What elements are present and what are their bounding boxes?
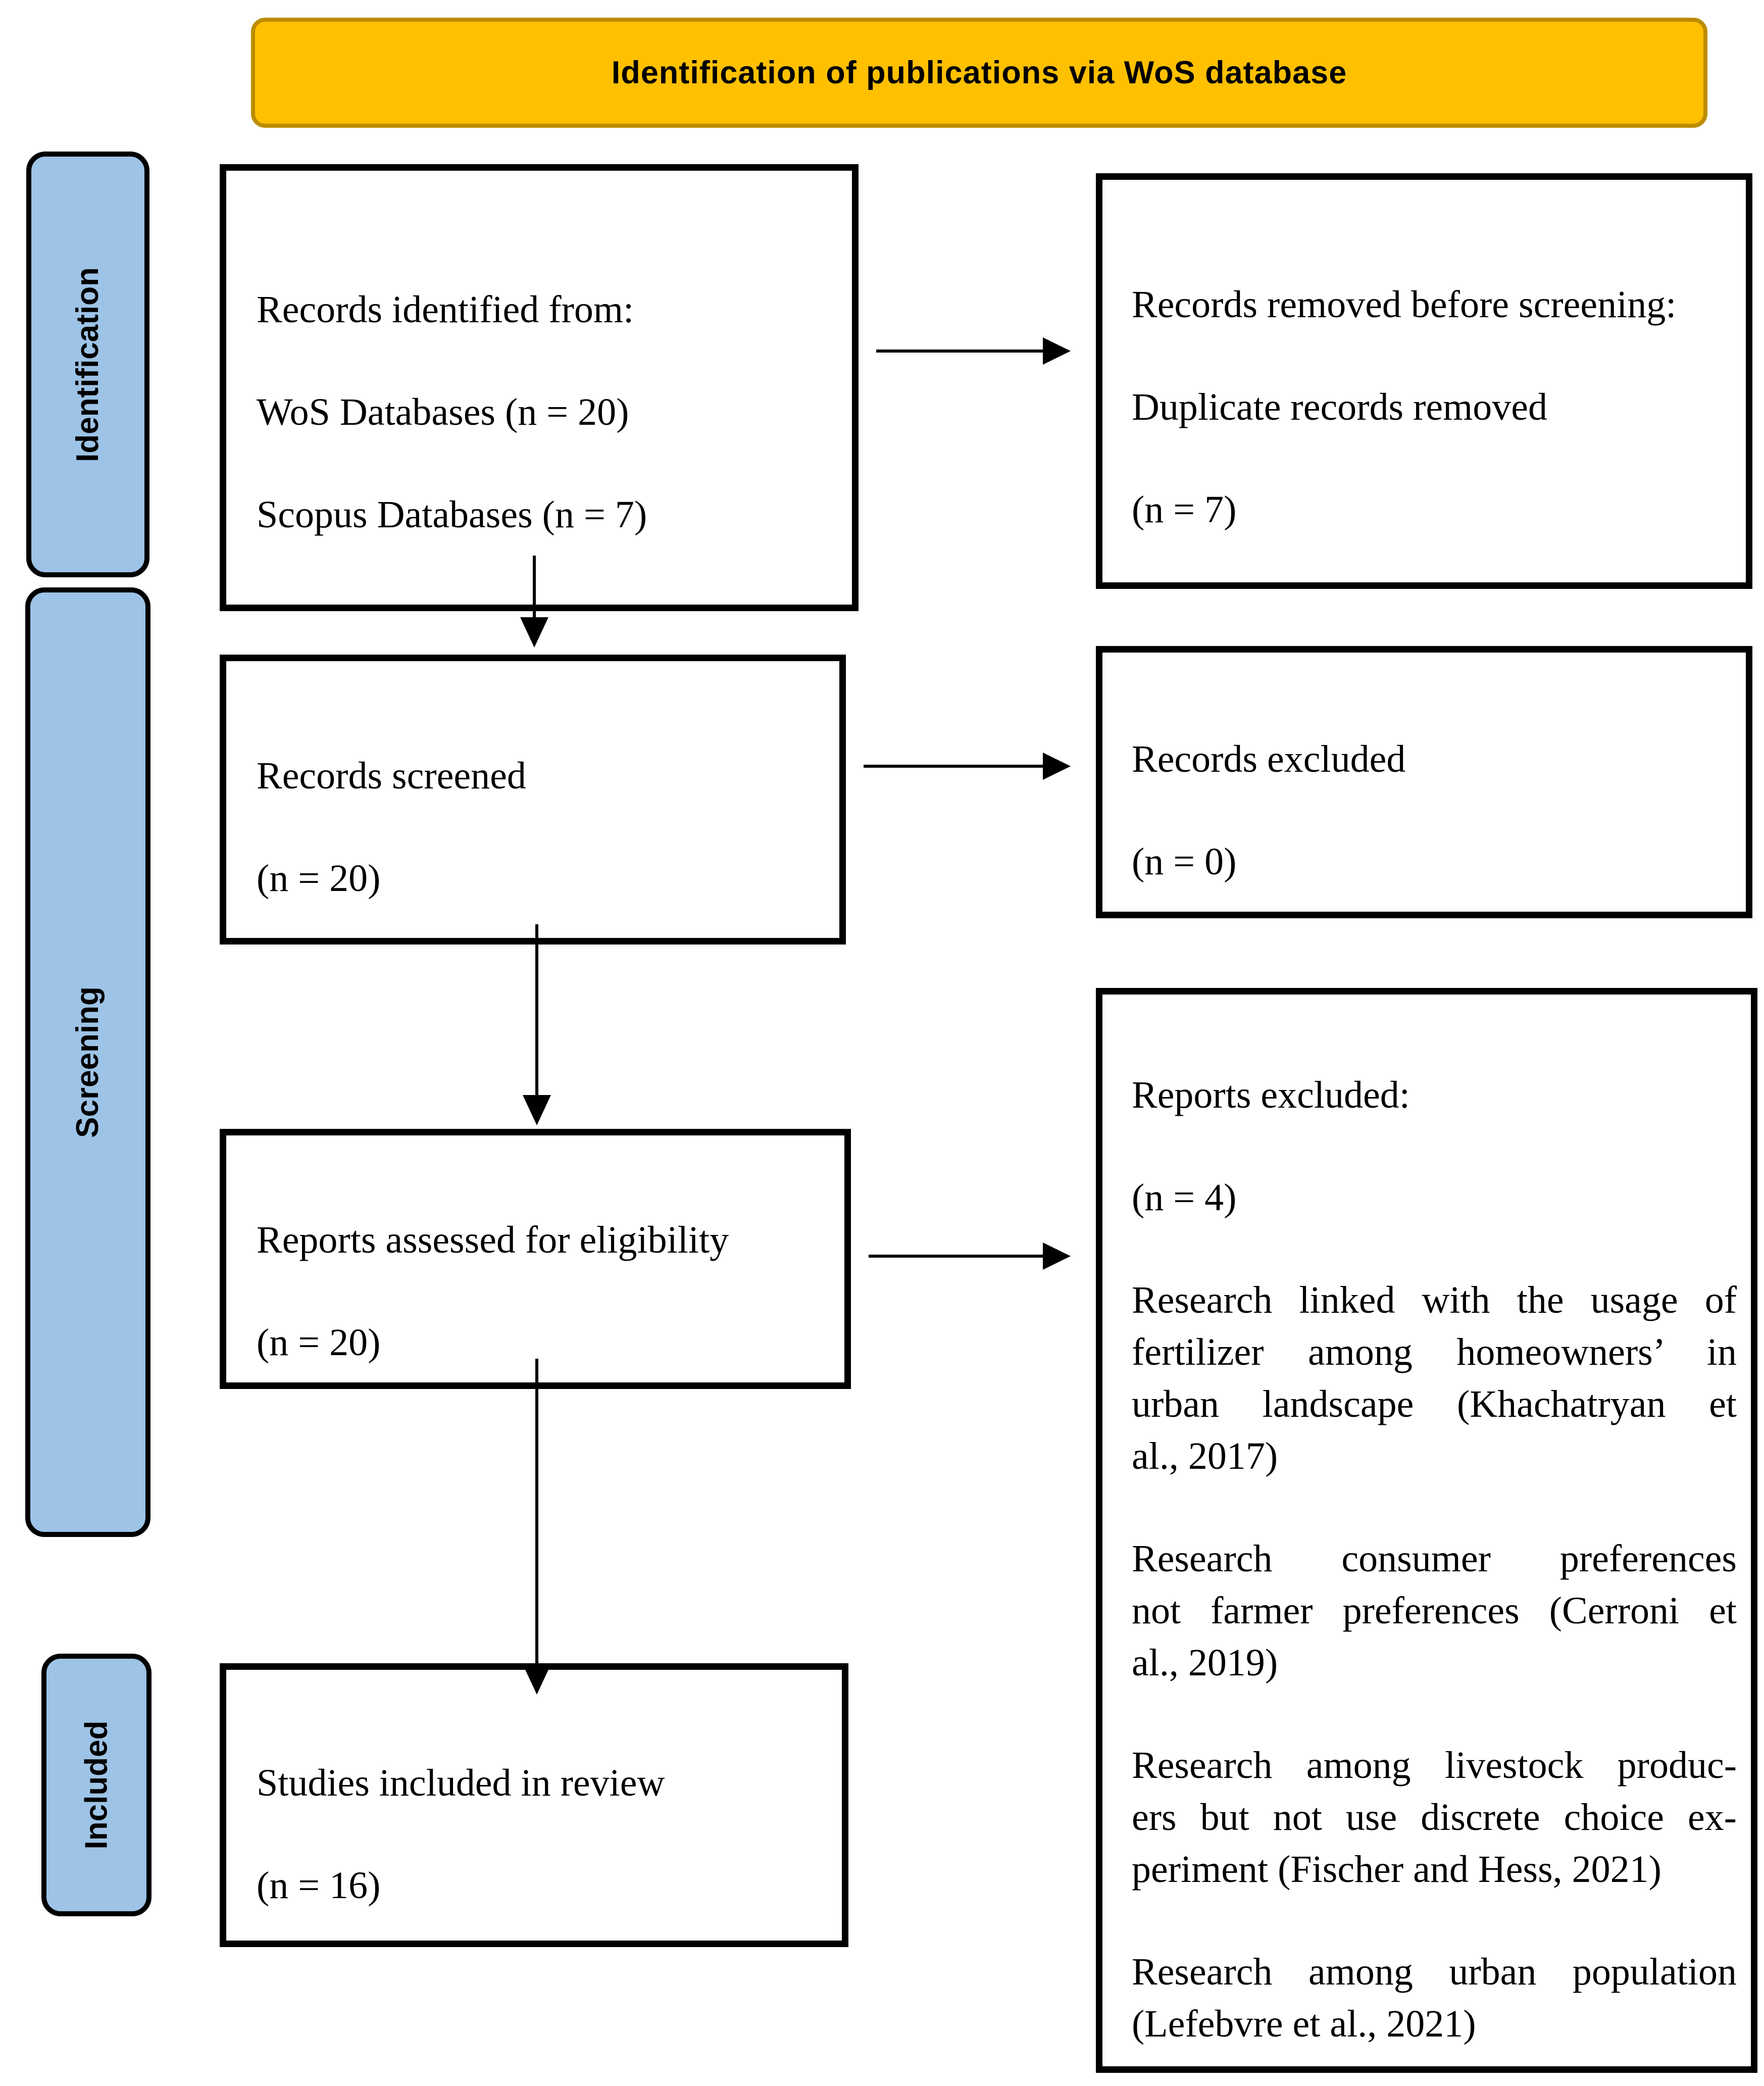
arrow-identified-to-removed-head-icon: [1043, 337, 1071, 365]
stage-label-included: Included: [41, 1654, 152, 1916]
exclusion-reason-lefebvre: Research among urban population (Lefebvr…: [1132, 1951, 1737, 2045]
box-reports-excluded: Reports excluded: (n = 4) Research linke…: [1096, 988, 1757, 2073]
exclusion-reason-cerroni: Research consumer preferences not farmer…: [1132, 1537, 1737, 1684]
records-screened-heading: Records screened: [257, 755, 526, 797]
arrow-assessed-to-included-head-icon: [523, 1664, 551, 1695]
stage-label-screening: Screening: [25, 587, 150, 1537]
stage-label-identification: Identification: [26, 152, 149, 577]
records-excluded-count: (n = 0): [1132, 840, 1237, 883]
box-records-screened: Records screened (n = 20): [220, 655, 846, 945]
title-banner: Identification of publications via WoS d…: [251, 18, 1707, 128]
arrow-screened-to-excluded-head-icon: [1043, 753, 1071, 780]
stage-label-identification-text: Identification: [70, 267, 105, 462]
arrow-identified-to-removed-shaft: [876, 350, 1043, 353]
records-removed-heading: Records removed before screening:: [1132, 283, 1677, 326]
reports-excluded-count: (n = 4): [1132, 1176, 1237, 1219]
reports-excluded-heading: Reports excluded:: [1132, 1074, 1410, 1116]
studies-included-heading: Studies included in review: [257, 1762, 665, 1804]
stage-label-screening-text: Screening: [70, 986, 105, 1138]
studies-included-count: (n = 16): [257, 1864, 381, 1907]
records-screened-count: (n = 20): [257, 857, 381, 900]
arrow-identified-to-screened-shaft: [533, 556, 536, 617]
diagram-title: Identification of publications via WoS d…: [611, 55, 1347, 90]
reports-assessed-count: (n = 20): [257, 1321, 381, 1364]
arrow-screened-to-excluded-shaft: [864, 765, 1043, 768]
records-identified-scopus-count: Scopus Databases (n = 7): [257, 493, 647, 536]
records-identified-heading: Records identified from:: [257, 288, 634, 331]
exclusion-reason-fischer-hess: Research among livestock produc- ers but…: [1132, 1744, 1737, 1891]
exclusion-reason-khachatryan: Research linked with the usage of fertil…: [1132, 1279, 1737, 1477]
records-excluded-heading: Records excluded: [1132, 738, 1406, 780]
box-records-identified: Records identified from: WoS Databases (…: [220, 164, 859, 611]
records-removed-reason: Duplicate records removed: [1132, 386, 1547, 428]
box-records-removed: Records removed before screening: Duplic…: [1096, 173, 1752, 589]
reports-assessed-heading: Reports assessed for eligibility: [257, 1219, 729, 1261]
records-identified-wos-count: WoS Databases (n = 20): [257, 391, 629, 433]
box-studies-included: Studies included in review (n = 16): [220, 1663, 848, 1947]
arrow-screened-to-assessed-shaft: [535, 924, 538, 1095]
arrow-assessed-to-included-shaft: [535, 1359, 538, 1664]
arrow-assessed-to-reports-excluded-shaft: [869, 1255, 1043, 1258]
arrow-screened-to-assessed-head-icon: [523, 1095, 551, 1125]
arrow-assessed-to-reports-excluded-head-icon: [1043, 1243, 1071, 1270]
box-reports-assessed: Reports assessed for eligibility (n = 20…: [220, 1129, 851, 1389]
stage-label-included-text: Included: [79, 1720, 114, 1850]
box-records-excluded: Records excluded (n = 0): [1096, 646, 1752, 918]
arrow-identified-to-screened-head-icon: [520, 617, 548, 648]
records-removed-count: (n = 7): [1132, 488, 1237, 531]
